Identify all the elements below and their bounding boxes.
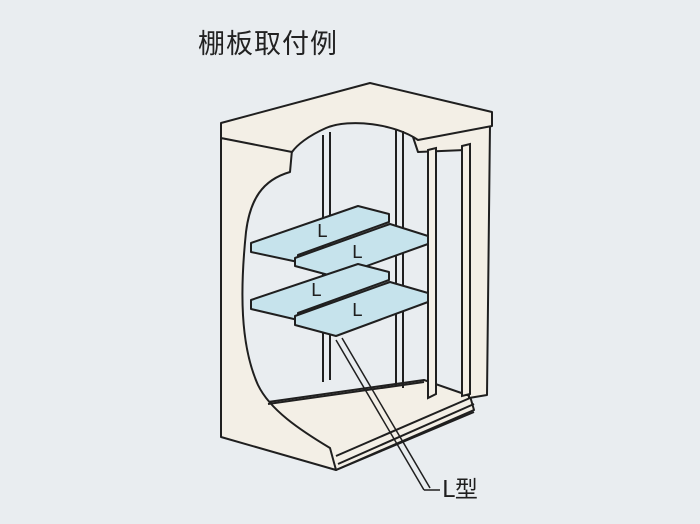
front-uprights	[427, 142, 471, 400]
shelf-lower-front	[294, 281, 429, 337]
shelf-mark-4: L	[352, 300, 362, 321]
shelf-mark-3: L	[311, 280, 321, 301]
shelf-mark-2: L	[352, 242, 362, 263]
cabinet-top-panel	[220, 82, 493, 153]
base-rails	[267, 381, 475, 471]
cabinet-right-panel	[411, 123, 491, 399]
shelf-mark-1: L	[317, 221, 327, 242]
shelf-upper-back	[250, 205, 390, 263]
diagram-title: 棚板取付例	[198, 29, 338, 60]
shelf-upper-front	[294, 223, 429, 278]
cabinet-left-wall	[220, 137, 337, 471]
callout-label: L型	[442, 477, 478, 503]
shelf-lower-back	[250, 263, 390, 321]
callout-leader	[335, 337, 440, 491]
